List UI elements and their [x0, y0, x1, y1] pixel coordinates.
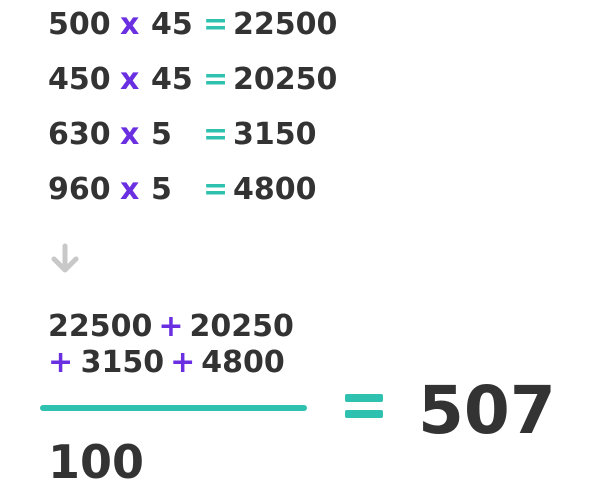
equals-sign-bottom-stroke	[345, 410, 383, 418]
fraction-bar	[40, 405, 307, 411]
factor-a: 500	[48, 7, 111, 42]
product-result: 22500	[233, 7, 338, 42]
equals-sign: =	[203, 172, 229, 207]
factor-a: 960	[48, 172, 111, 207]
plus-sign: +	[170, 345, 196, 380]
product-result: 4800	[233, 172, 317, 207]
final-result: 507	[418, 372, 556, 449]
equals-sign: =	[203, 7, 229, 42]
times-sign: x	[120, 117, 140, 152]
numerator-line-1: 22500+20250	[48, 309, 294, 345]
plus-sign: +	[158, 309, 184, 344]
denominator: 100	[48, 435, 145, 489]
equals-sign: =	[203, 117, 229, 152]
numerator-line-2: +3150+4800	[48, 345, 285, 381]
numerator-term: 3150	[80, 345, 165, 380]
equals-sign-top-stroke	[345, 394, 383, 402]
equals-sign: =	[203, 62, 229, 97]
factor-b: 5	[151, 117, 172, 152]
numerator-term: 22500	[48, 309, 153, 344]
times-sign: x	[120, 7, 140, 42]
arrow-down-icon	[51, 243, 79, 273]
arrow-down-shape	[51, 243, 79, 273]
times-sign: x	[120, 62, 140, 97]
numerator-term: 20250	[189, 309, 294, 344]
product-result: 3150	[233, 117, 317, 152]
factor-a: 630	[48, 117, 111, 152]
factor-b: 45	[151, 7, 193, 42]
plus-sign: +	[48, 345, 74, 380]
equals-sign-large: =	[345, 387, 385, 427]
factor-b: 45	[151, 62, 193, 97]
times-sign: x	[120, 172, 140, 207]
product-result: 20250	[233, 62, 338, 97]
numerator-term: 4800	[201, 345, 285, 380]
factor-b: 5	[151, 172, 172, 207]
factor-a: 450	[48, 62, 111, 97]
